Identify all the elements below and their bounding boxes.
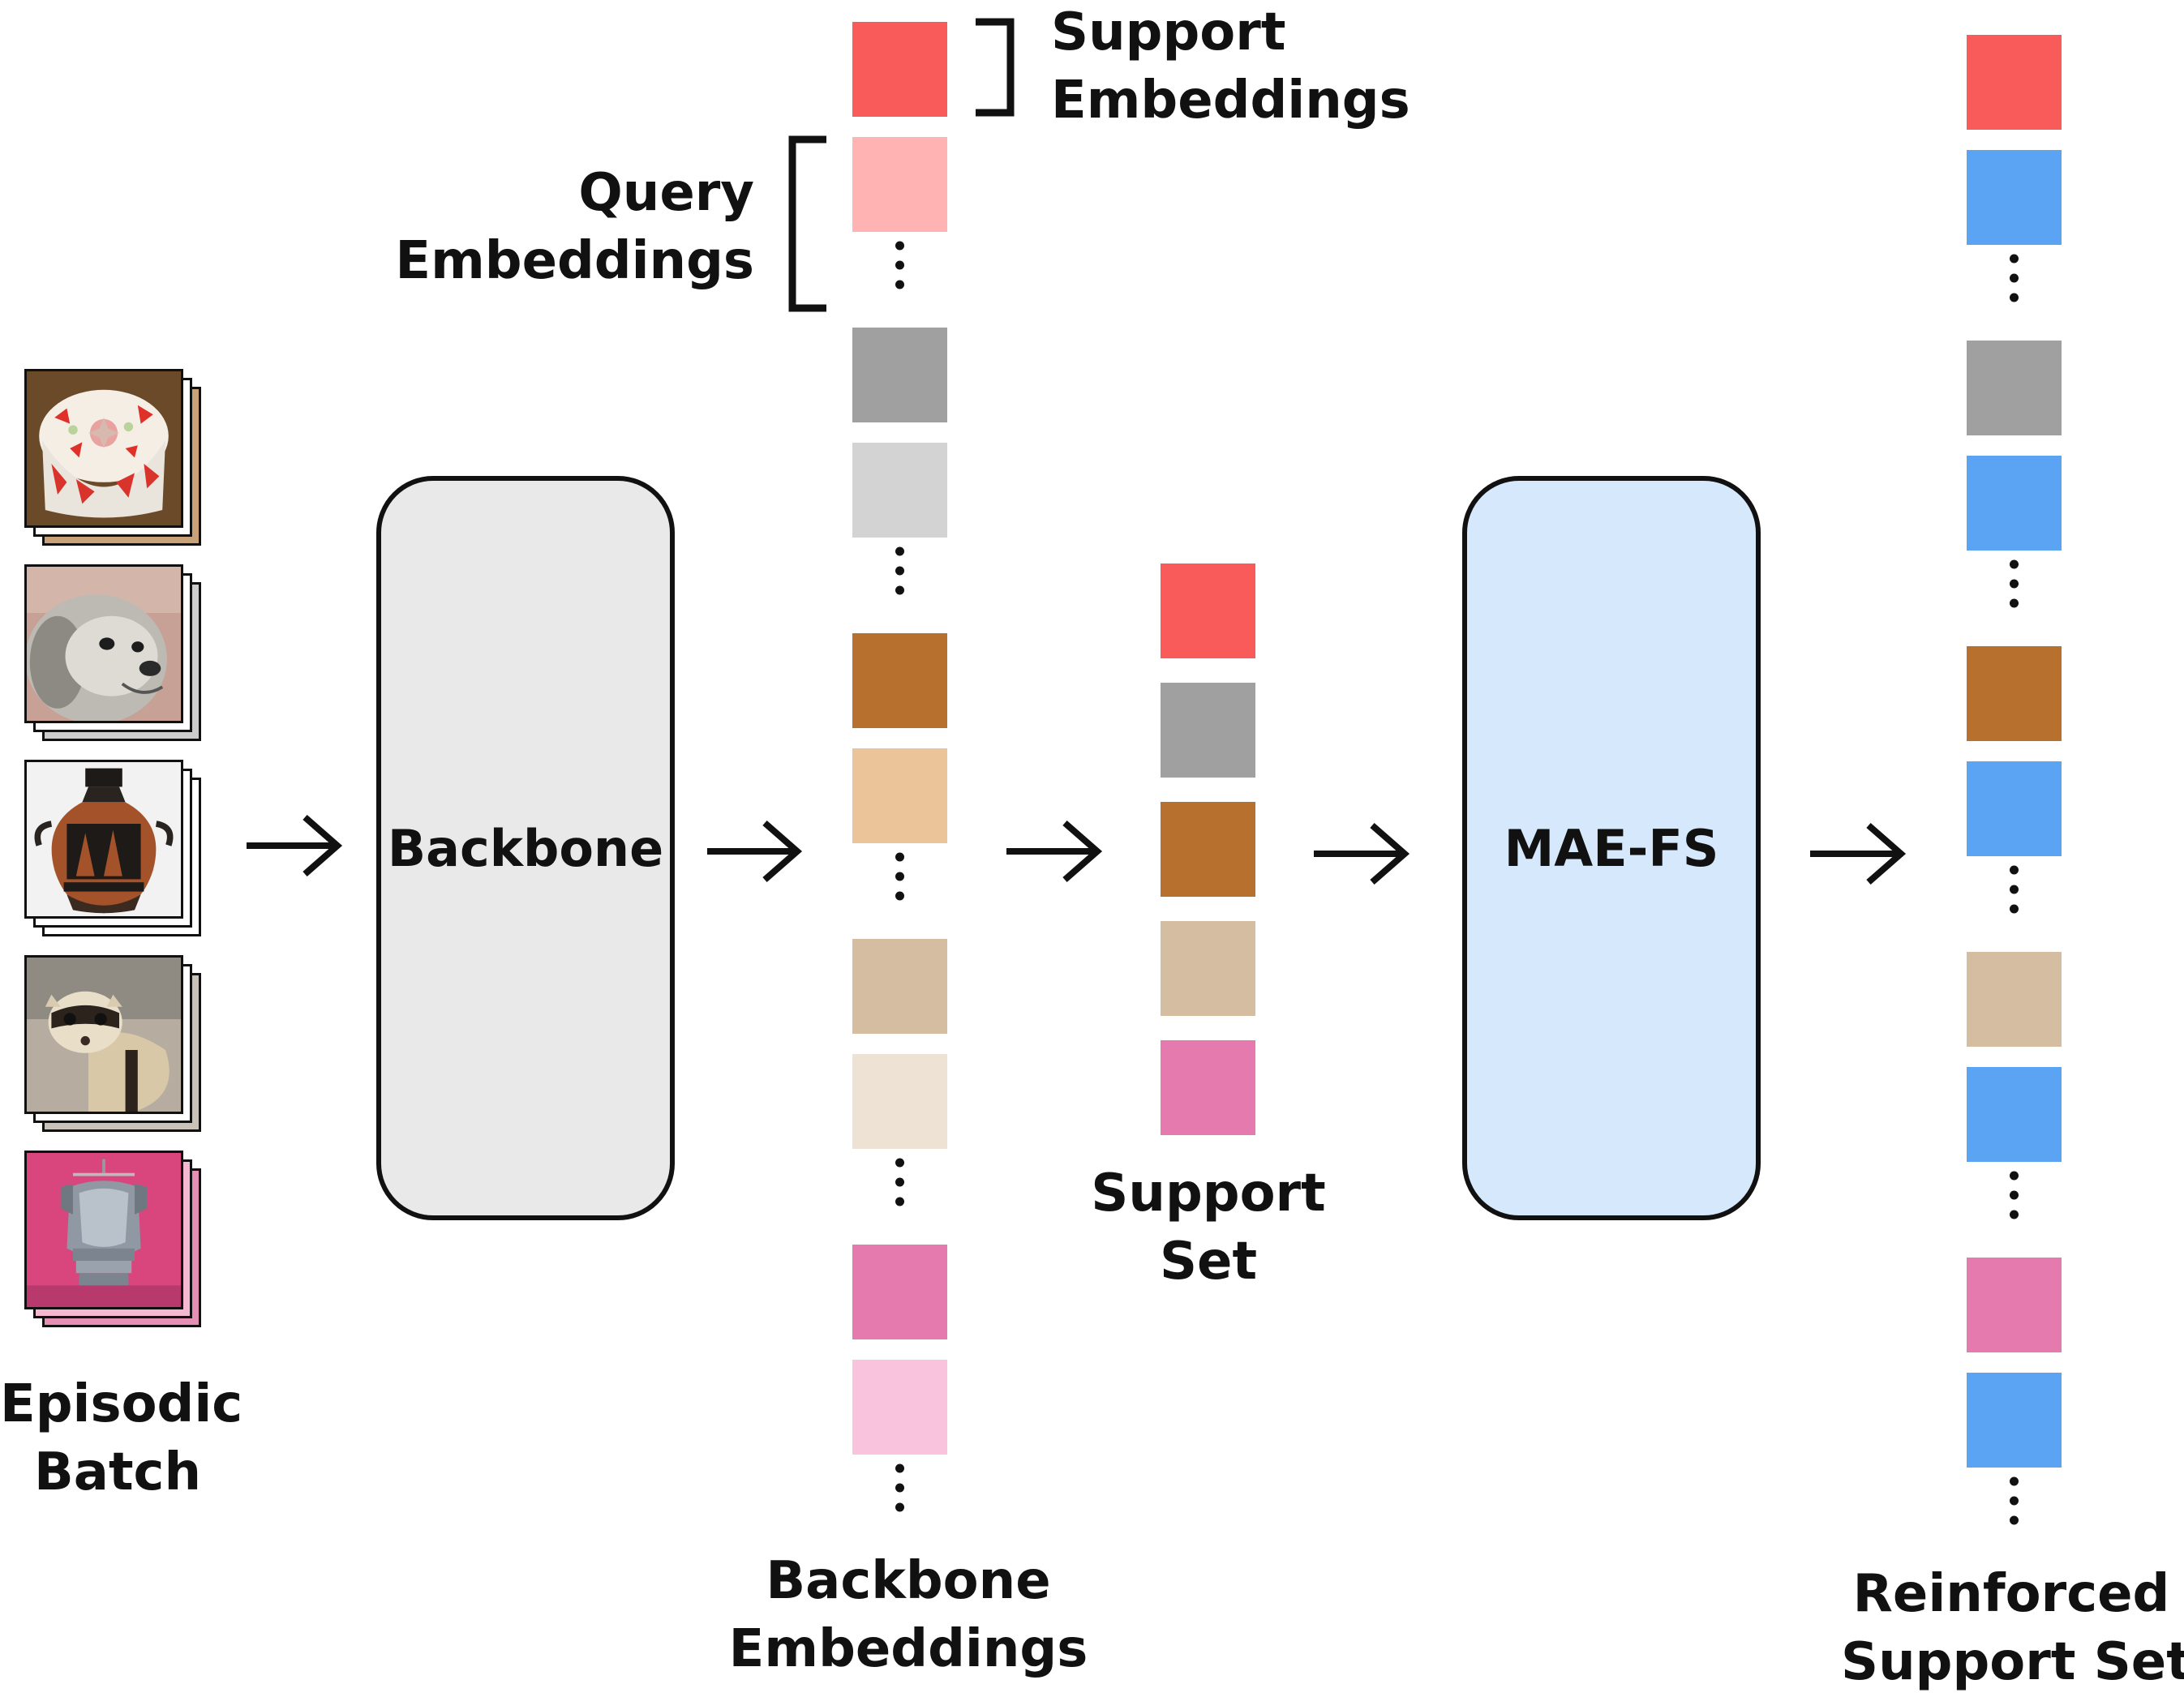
support-embeddings-bracket-icon xyxy=(976,18,1015,117)
query-embeddings-bracket-icon xyxy=(788,135,826,312)
backbone-embeddings-line-2: Embeddings xyxy=(728,1619,1088,1679)
reinforced-embedding-square-9 xyxy=(1967,1258,2062,1352)
backbone-embedding-square-2 xyxy=(852,137,947,232)
reinforced-embedding-square-10 xyxy=(1967,1373,2062,1468)
support-set-line-2: Set xyxy=(1159,1232,1258,1292)
support-set-line-1: Support xyxy=(1091,1163,1326,1223)
reinforced-embedding-square-1 xyxy=(1967,35,2062,130)
support-embeddings-line-2: Embeddings xyxy=(1051,71,1410,131)
backbone-block: Backbone xyxy=(376,476,675,1220)
backbone-embeddings-line-1: Backbone xyxy=(766,1551,1051,1611)
reinforced-ellipsis-dots-3 xyxy=(2010,865,2019,914)
backbone-embedding-square-6 xyxy=(852,748,947,843)
reinforced-ellipsis-dots-5 xyxy=(2010,1476,2019,1525)
backbone-embedding-square-10 xyxy=(852,1360,947,1455)
reinforced-embedding-square-6 xyxy=(1967,761,2062,856)
arrow-backbone-to-embeddings-icon xyxy=(707,820,803,883)
strawberry-trifle-image xyxy=(24,369,211,549)
backbone-embedding-square-1 xyxy=(852,22,947,117)
reinforced-embedding-square-4 xyxy=(1967,456,2062,551)
reinforced-ellipsis-dots-2 xyxy=(2010,559,2019,608)
reinforced-support-set-label: Reinforced Support Set xyxy=(1841,1560,2184,1696)
episodic-batch-line-1: Episodic xyxy=(0,1374,243,1434)
episodic-batch-thumbnails xyxy=(24,369,211,1346)
reinforced-embedding-square-8 xyxy=(1967,1067,2062,1162)
episodic-batch-label: Episodic Batch xyxy=(0,1370,243,1506)
thumbnail-front xyxy=(24,369,183,528)
arrow-support-set-to-maefs-icon xyxy=(1314,822,1410,885)
support-set-square-2 xyxy=(1161,683,1255,778)
mae-fs-block: MAE-FS xyxy=(1462,476,1761,1220)
reinforced-embedding-square-3 xyxy=(1967,341,2062,435)
thumbnail-front xyxy=(24,564,183,723)
backbone-ellipsis-dots-5 xyxy=(895,1463,904,1512)
episodic-batch-line-2: Batch xyxy=(33,1442,202,1502)
query-embeddings-line-1: Query xyxy=(578,163,754,223)
arrow-batch-to-backbone-icon xyxy=(247,814,343,877)
reinforced-ellipsis-dots-1 xyxy=(2010,254,2019,302)
shih-tzu-dog-image xyxy=(24,564,211,744)
reinforced-ellipsis-dots-4 xyxy=(2010,1171,2019,1219)
backbone-ellipsis-dots-4 xyxy=(895,1158,904,1206)
reinforced-support-set-column xyxy=(1967,35,2062,1525)
query-embeddings-label: Query Embeddings xyxy=(357,159,754,295)
backbone-label: Backbone xyxy=(387,818,664,878)
backbone-ellipsis-dots-1 xyxy=(895,241,904,289)
support-set-square-4 xyxy=(1161,921,1255,1016)
thumbnail-front xyxy=(24,955,183,1114)
armor-cuirass-image xyxy=(24,1151,211,1331)
backbone-embedding-square-4 xyxy=(852,443,947,538)
support-set-label: Support Set xyxy=(1046,1159,1371,1296)
support-embeddings-line-1: Support xyxy=(1051,2,1286,62)
reinforced-embedding-square-5 xyxy=(1967,646,2062,741)
reinforced-embedding-square-2 xyxy=(1967,150,2062,245)
backbone-embeddings-label: Backbone Embeddings xyxy=(697,1547,1119,1683)
support-set-square-1 xyxy=(1161,564,1255,658)
flow-arrows xyxy=(247,814,1907,885)
backbone-embedding-square-5 xyxy=(852,633,947,728)
reinforced-support-set-line-1: Reinforced xyxy=(1852,1564,2170,1624)
backbone-embedding-square-9 xyxy=(852,1245,947,1339)
support-embeddings-label: Support Embeddings xyxy=(1051,0,1410,135)
arrow-maefs-to-reinforced-icon xyxy=(1810,822,1907,885)
black-footed-ferret-image xyxy=(24,955,211,1135)
backbone-embedding-square-3 xyxy=(852,328,947,422)
mae-fs-label: MAE-FS xyxy=(1504,818,1719,878)
support-set-square-3 xyxy=(1161,802,1255,897)
backbone-ellipsis-dots-3 xyxy=(895,852,904,901)
support-set-column xyxy=(1161,564,1255,1135)
backbone-ellipsis-dots-2 xyxy=(895,546,904,595)
reinforced-embedding-square-7 xyxy=(1967,952,2062,1047)
reinforced-support-set-line-2: Support Set xyxy=(1841,1632,2184,1692)
backbone-embeddings-column xyxy=(852,22,947,1512)
query-embeddings-line-2: Embeddings xyxy=(395,231,754,291)
thumbnail-front xyxy=(24,1151,183,1309)
backbone-embedding-square-7 xyxy=(852,939,947,1034)
greek-amphora-vase-image xyxy=(24,760,211,940)
support-set-square-5 xyxy=(1161,1040,1255,1135)
arrow-embeddings-to-support-set-icon xyxy=(1006,820,1103,883)
thumbnail-front xyxy=(24,760,183,919)
backbone-embedding-square-8 xyxy=(852,1054,947,1149)
